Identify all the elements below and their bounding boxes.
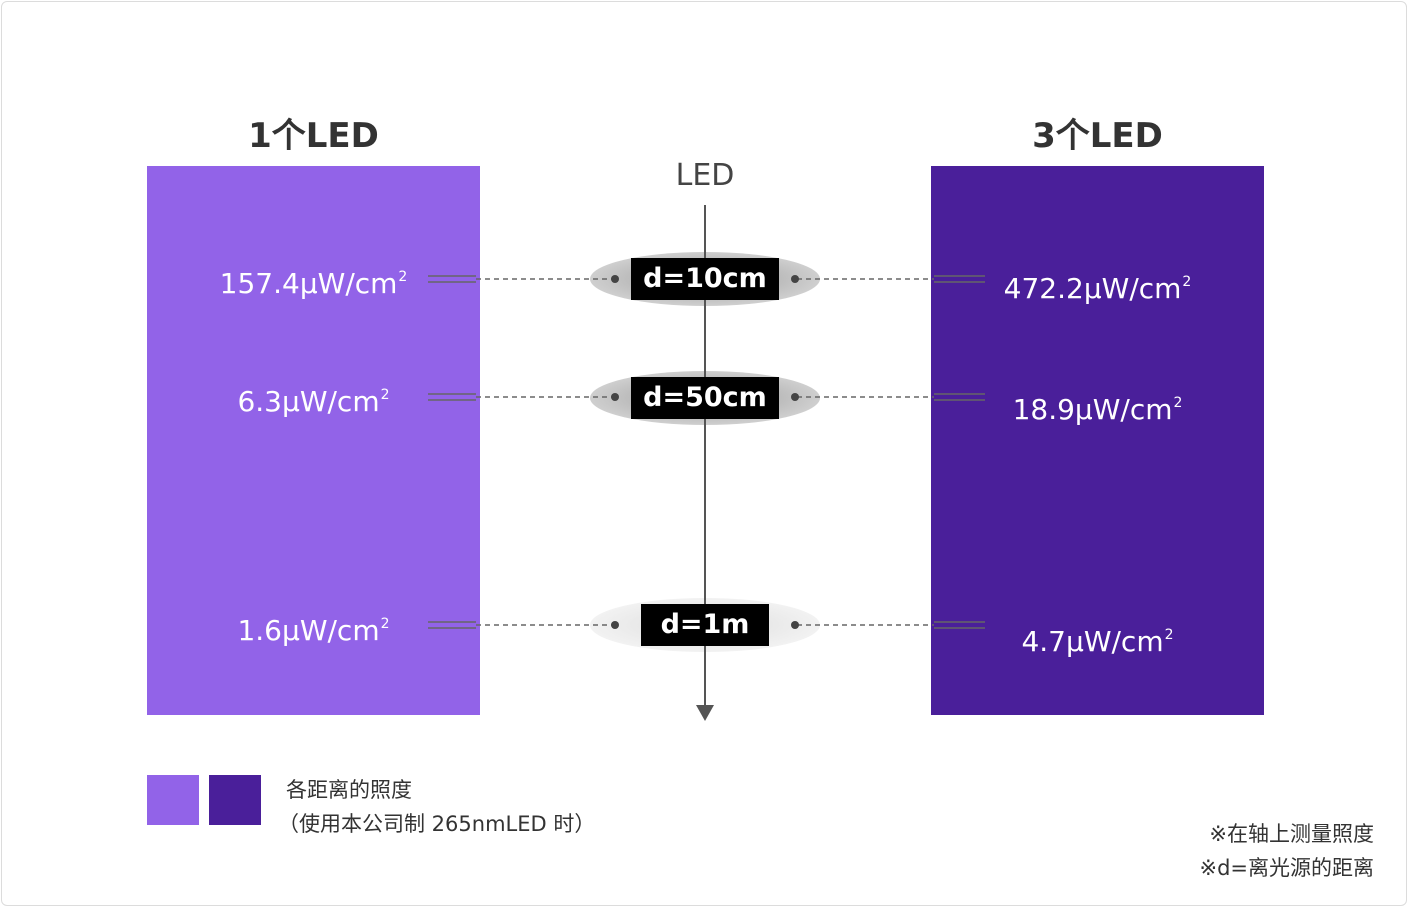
- legend-line-1: 各距离的照度: [286, 778, 412, 802]
- dot-10cm-right: [791, 275, 799, 283]
- connector-1m: [428, 621, 985, 629]
- dot-50cm-left: [611, 393, 619, 401]
- right-group-title: 3个LED: [1032, 116, 1163, 156]
- dot-1m-left: [611, 621, 619, 629]
- connector-10cm: [428, 275, 985, 283]
- note-axis-measurement: ※在轴上测量照度: [1209, 822, 1374, 846]
- legend-swatch-single-led: [147, 775, 199, 825]
- dot-1m-right: [791, 621, 799, 629]
- single-led-value-50cm: 6.3μW/cm2: [237, 385, 390, 418]
- single-led-panel: [147, 166, 480, 715]
- distance-label-50cm: d=50cm: [631, 377, 779, 419]
- axis-arrowhead: [696, 705, 714, 721]
- led-source-label: LED: [675, 158, 735, 193]
- left-group-title: 1个LED: [248, 116, 379, 156]
- triple-led-panel: [931, 166, 1264, 715]
- dot-10cm-left: [611, 275, 619, 283]
- legend-swatch-triple-led: [209, 775, 261, 825]
- dot-50cm-right: [791, 393, 799, 401]
- note-distance-definition: ※d=离光源的距离: [1199, 856, 1374, 880]
- distance-label-10cm: d=10cm: [631, 258, 779, 300]
- legend-line-2: （使用本公司制 265nmLED 时）: [278, 812, 596, 836]
- distance-label-1m: d=1m: [641, 604, 769, 646]
- single-led-value-1m: 1.6μW/cm2: [237, 614, 390, 647]
- triple-led-value-10cm: 472.2μW/cm2: [1003, 272, 1192, 305]
- connector-50cm: [428, 393, 985, 401]
- single-led-value-10cm: 157.4μW/cm2: [219, 267, 408, 300]
- triple-led-value-1m: 4.7μW/cm2: [1021, 625, 1174, 658]
- triple-led-value-50cm: 18.9μW/cm2: [1012, 393, 1183, 426]
